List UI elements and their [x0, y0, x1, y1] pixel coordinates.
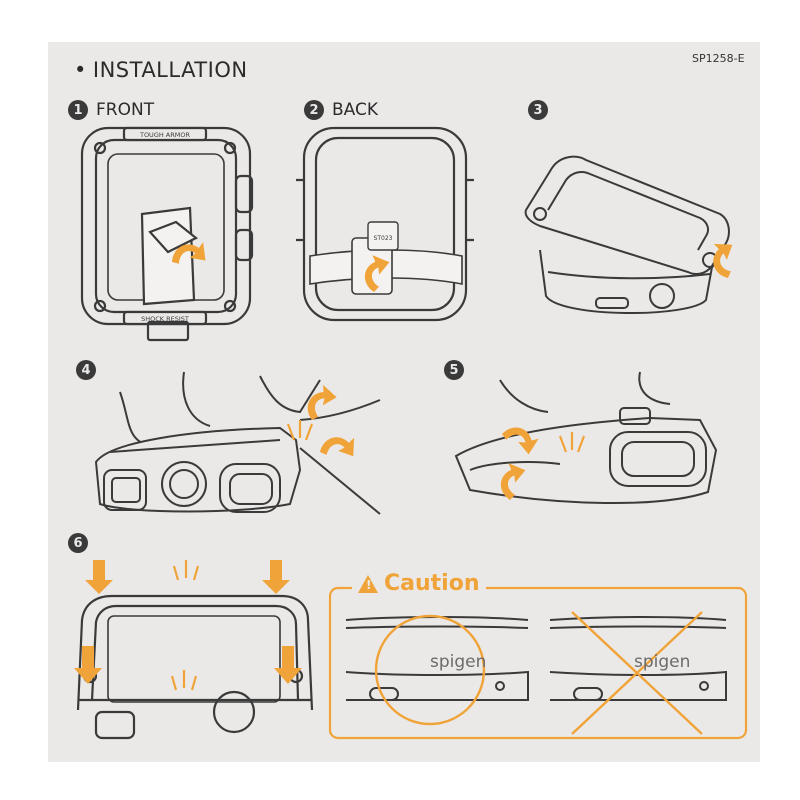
case-bottom-marking: SHOCK RESIST [141, 315, 189, 323]
step-3-illustration [526, 157, 729, 313]
caution-heading: ! Caution [352, 571, 486, 596]
step-5-illustration [456, 372, 716, 503]
step-4-arrow-icon-bottom [318, 434, 357, 462]
step-6-click-marks [172, 560, 198, 690]
down-arrow-icon [74, 646, 102, 684]
warning-triangle-icon: ! [358, 575, 378, 593]
step-2-case-back [296, 128, 474, 320]
down-arrow-icon [85, 560, 113, 594]
step-6-illustration [78, 596, 312, 738]
case-top-marking: TOUGH ARMOR [139, 131, 191, 139]
brand-logo-right: spigen [634, 652, 690, 672]
down-arrow-icon [262, 560, 290, 594]
caution-title: Caution [384, 571, 480, 596]
sticker-label: ST023 [374, 235, 393, 242]
brand-logo-left: spigen [430, 652, 486, 672]
wrong-cross-icon [572, 612, 702, 734]
step-1-case-front [82, 128, 252, 340]
